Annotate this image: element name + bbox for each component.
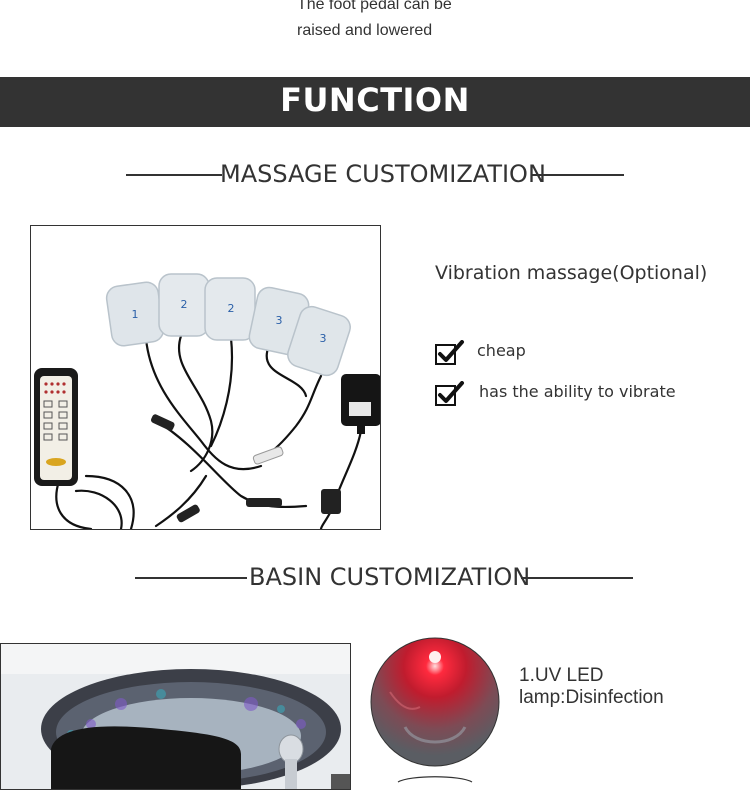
heading-rule-right: [532, 174, 624, 176]
cable: [55, 479, 93, 529]
cable: [178, 334, 214, 473]
massage-kit-illustration: 1 2 2 3 3: [34, 273, 380, 529]
feature-label: cheap: [477, 340, 526, 360]
connector: [321, 489, 341, 514]
checkbox-checked-icon: [435, 340, 464, 365]
checkbox-checked-icon: [435, 381, 464, 406]
pad-number: 2: [181, 298, 188, 311]
power-adapter-icon: [341, 374, 380, 434]
pad-number: 3: [276, 314, 283, 327]
cable: [209, 336, 233, 448]
uv-led-lamp-photo: [370, 637, 500, 783]
footrest: [51, 726, 241, 789]
pad-number: 1: [132, 308, 139, 321]
cable: [154, 474, 208, 528]
vibration-massage-title: Vibration massage(Optional): [435, 262, 708, 284]
massage-pad: [287, 305, 351, 377]
intro-text: The foot pedal can be raised and lowered: [297, 0, 452, 44]
basin-photo: [0, 643, 351, 790]
pad-number: 3: [320, 332, 327, 345]
intro-line-1: The foot pedal can be: [297, 0, 452, 13]
cable: [254, 374, 323, 460]
basin-heading: BASIN CUSTOMIZATION: [249, 563, 531, 591]
function-banner: FUNCTION: [0, 77, 750, 127]
cable: [154, 419, 308, 509]
massage-heading: MASSAGE CUSTOMIZATION: [220, 160, 546, 188]
cable: [144, 337, 263, 471]
massage-kit-photo: 1 2 2 3 3: [30, 225, 381, 530]
feature-item: cheap: [435, 340, 526, 365]
connector: [252, 446, 284, 465]
cable: [84, 474, 135, 529]
cable: [74, 489, 123, 529]
cable: [319, 429, 363, 529]
uv-led-lamp-label: 1.UV LED lamp:Disinfection: [519, 665, 664, 708]
remote-control-icon: [34, 368, 78, 486]
connector: [150, 414, 175, 431]
heading-rule-left: [135, 577, 247, 579]
basin-illustration: [1, 644, 350, 789]
connector: [246, 498, 282, 507]
pad-number: 2: [228, 302, 235, 315]
connector: [176, 504, 200, 523]
banner-title: FUNCTION: [280, 81, 470, 119]
cable: [265, 344, 308, 398]
heading-rule-right: [521, 577, 633, 579]
massage-pads: 1 2 2 3 3: [105, 273, 351, 377]
heading-rule-left: [126, 174, 222, 176]
intro-line-2: raised and lowered: [297, 22, 433, 39]
feature-item: has the ability to vibrate: [435, 381, 676, 406]
feature-label: has the ability to vibrate: [479, 381, 676, 401]
